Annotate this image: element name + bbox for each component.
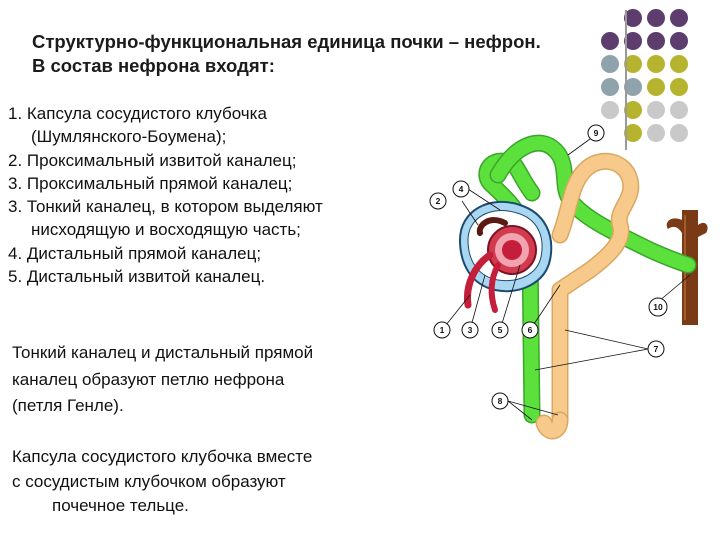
- svg-text:3: 3: [468, 325, 473, 335]
- nephron-parts-list: 1. Капсула сосудистого клубочка (Шумлянс…: [8, 102, 323, 288]
- svg-text:7: 7: [654, 344, 659, 354]
- decorative-dot: [647, 78, 665, 96]
- list-item: 3. Проксимальный прямой каналец;: [8, 172, 323, 195]
- henle-loop-paragraph: Тонкий каналец и дистальный прямой канал…: [12, 340, 313, 420]
- number-marker-1: 1: [434, 322, 450, 338]
- number-marker-4: 4: [453, 181, 469, 197]
- number-marker-6: 6: [522, 322, 538, 338]
- number-marker-5: 5: [492, 322, 508, 338]
- decorative-dot: [647, 55, 665, 73]
- decorative-dot: [670, 55, 688, 73]
- paragraph-line: Тонкий каналец и дистальный прямой: [12, 340, 313, 367]
- svg-text:5: 5: [498, 325, 503, 335]
- slide-title: Структурно-функциональная единица почки …: [32, 30, 692, 78]
- renal-corpuscle-paragraph: Капсула сосудистого клубочка вместе с со…: [12, 445, 312, 519]
- decorative-dot: [601, 78, 619, 96]
- paragraph-line: с сосудистым клубочком образуют: [12, 470, 312, 495]
- paragraph-line: каналец образуют петлю нефрона: [12, 367, 313, 394]
- list-item: 5. Дистальный извитой каналец.: [8, 265, 323, 288]
- list-item: (Шумлянского-Боумена);: [8, 125, 323, 148]
- list-item: 3. Тонкий каналец, в котором выделяют: [8, 195, 323, 218]
- svg-text:1: 1: [440, 325, 445, 335]
- proximal-tubule: [544, 161, 631, 431]
- decorative-dot: [601, 55, 619, 73]
- svg-text:9: 9: [594, 128, 599, 138]
- nephron-diagram: 1 3 5 6 2 4 9 10 7 8: [420, 115, 710, 450]
- number-marker-9: 9: [588, 125, 604, 141]
- title-line-1: Структурно-функциональная единица почки …: [32, 30, 692, 54]
- decorative-dot: [670, 78, 688, 96]
- list-item: 2. Проксимальный извитой каналец;: [8, 149, 323, 172]
- number-marker-10: 10: [649, 298, 667, 316]
- list-item: 1. Капсула сосудистого клубочка: [8, 102, 323, 125]
- decorative-dot: [647, 32, 665, 50]
- number-marker-7: 7: [648, 341, 664, 357]
- svg-text:4: 4: [459, 184, 464, 194]
- svg-text:2: 2: [436, 196, 441, 206]
- list-item: нисходящую и восходящую часть;: [8, 218, 323, 241]
- svg-text:6: 6: [528, 325, 533, 335]
- svg-text:10: 10: [653, 302, 663, 312]
- list-item: 4. Дистальный прямой каналец;: [8, 242, 323, 265]
- decorative-dot: [601, 32, 619, 50]
- title-line-2: В состав нефрона входят:: [32, 54, 692, 78]
- decorative-dot: [670, 32, 688, 50]
- decorative-dot: [647, 9, 665, 27]
- number-marker-8: 8: [492, 393, 508, 409]
- paragraph-line: почечное тельце.: [12, 494, 312, 519]
- paragraph-line: (петля Генле).: [12, 393, 313, 420]
- paragraph-line: Капсула сосудистого клубочка вместе: [12, 445, 312, 470]
- number-marker-3: 3: [462, 322, 478, 338]
- number-marker-2: 2: [430, 193, 446, 209]
- svg-text:8: 8: [498, 396, 503, 406]
- decorative-dot: [670, 9, 688, 27]
